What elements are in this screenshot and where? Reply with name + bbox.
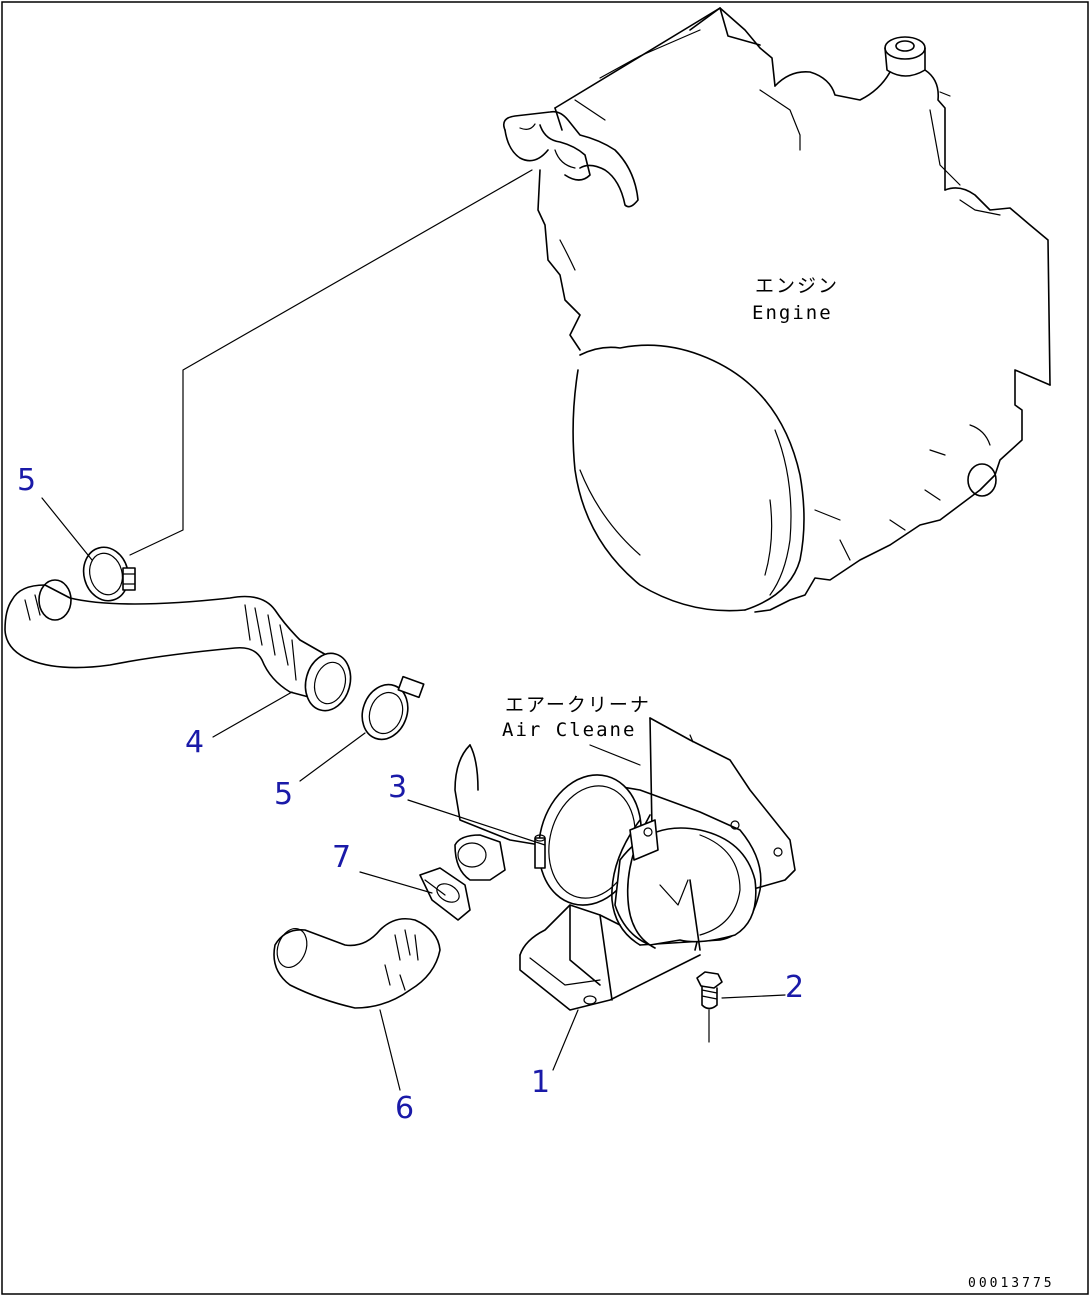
leader-5-upper: [41, 497, 93, 561]
engine-label-en: Engine: [752, 302, 833, 324]
clamp-5-upper-drawing: [82, 546, 136, 602]
air-cleaner-drawing: [454, 717, 796, 1011]
part-number-7: 7: [332, 840, 351, 875]
drawing-id: 00013775: [968, 1276, 1055, 1291]
part-number-5-upper: 5: [17, 463, 36, 498]
clamp-5-lower-drawing: [361, 675, 425, 741]
leader-3: [407, 799, 546, 846]
engine-label-jp: エンジン: [755, 275, 839, 297]
air-cleaner-label-en: Air Cleane: [502, 719, 636, 741]
hose-4-drawing: [4, 579, 352, 712]
leader-7: [359, 871, 433, 894]
leader-1: [552, 1009, 579, 1071]
part-number-1: 1: [531, 1065, 550, 1100]
leader-5-lower: [299, 732, 366, 782]
part-number-4: 4: [185, 725, 204, 760]
engine-drawing: [502, 7, 1051, 613]
clamp-7-drawing: [419, 867, 471, 921]
part-number-3: 3: [388, 770, 407, 805]
part-number-2: 2: [785, 970, 804, 1005]
leader-hose-to-engine: [129, 169, 533, 556]
air-cleaner-label-jp: エアークリーナ: [505, 694, 651, 716]
part-number-5-lower: 5: [274, 777, 293, 812]
bolt-2-drawing: [696, 971, 723, 1043]
leader-6: [379, 1009, 401, 1091]
hose-6-drawing: [273, 917, 441, 1009]
leader-air-cleaner: [589, 744, 641, 766]
leader-4: [212, 691, 293, 738]
leader-2: [721, 994, 786, 999]
part-number-6: 6: [395, 1091, 414, 1126]
